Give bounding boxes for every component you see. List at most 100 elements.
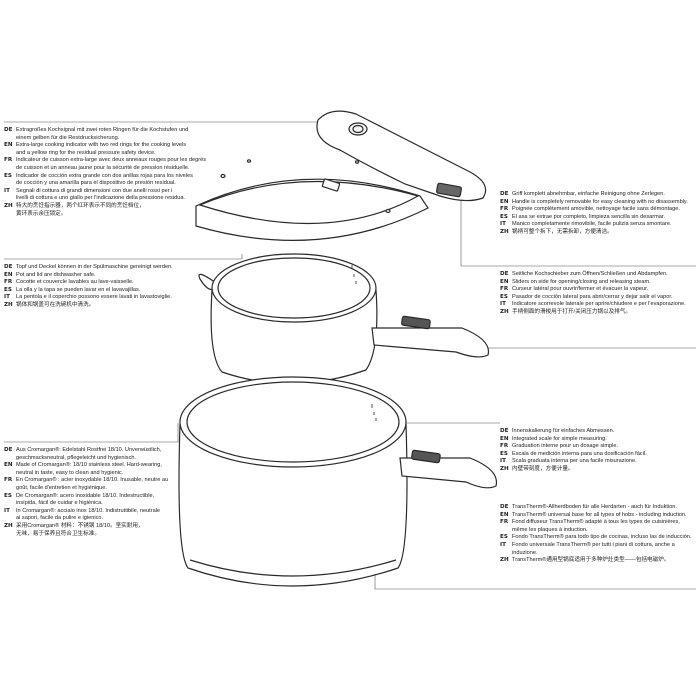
language-code: ES	[4, 172, 12, 179]
lid-valve	[321, 178, 341, 192]
callout-text: Segnali di cottura di grandi dimensioni …	[16, 187, 173, 194]
callout-text: Indicador de cocción extra grande con do…	[16, 172, 193, 179]
callout-line: einem gelben für die Restdrucksicherung.	[4, 135, 206, 143]
callout-text: einem gelben für die Restdrucksicherung.	[16, 134, 120, 141]
callout-text: El asa se extrae por completo, limpieza …	[512, 213, 665, 220]
callout-line: insípida, fácil de cuidar e higiénica.	[4, 500, 168, 508]
language-code: IT	[500, 221, 506, 228]
callout-text: 手柄侧面的滑梭用于打开/关闭压力锅以及排气。	[512, 308, 632, 315]
callout-text: Extra-large cooking indicator with two r…	[16, 142, 187, 149]
callout-text: In Cromargan®: acciaio inox 18/10. Indis…	[16, 507, 161, 514]
language-code: EN	[4, 462, 13, 469]
lid-rivet	[246, 159, 252, 163]
callout-text: Sliders on side for opening/closing and …	[512, 278, 651, 285]
callout-line: ES Indicador de cocción extra grande con …	[4, 173, 206, 181]
language-code	[4, 455, 16, 463]
large-pot-scale-marks	[371, 404, 377, 421]
callout-line: de cocción y una amarilla para el dispos…	[4, 180, 206, 188]
language-code: ES	[500, 293, 508, 300]
language-code: EN	[500, 511, 509, 518]
small-pot-long-handle	[371, 327, 490, 358]
callout-text: Poignée complètement amovible, nettoyage…	[512, 206, 680, 213]
callout-text: ai sapori, facile da pulire e igienico.	[16, 515, 104, 522]
callout-text: insípida, fácil de cuidar e higiénica.	[16, 500, 103, 507]
leader-line-dishwasher	[4, 254, 243, 260]
language-code	[4, 470, 16, 478]
language-code: ES	[4, 286, 12, 293]
language-code: DE	[500, 428, 509, 434]
language-code: EN	[500, 198, 509, 205]
callout-text: induzione.	[512, 549, 538, 556]
callout-text: Pasador de cocción lateral para abrir/ce…	[512, 293, 673, 300]
callout-text: Scala graduata interna per una facile mi…	[512, 458, 637, 465]
callout-text: 特大的烹饪指示器，两个红环表示不同的烹饪档位，	[16, 202, 145, 209]
language-code: DE	[4, 447, 13, 453]
language-code: ES	[500, 450, 508, 457]
small-pot	[198, 253, 490, 385]
language-code	[4, 165, 16, 173]
language-code	[4, 485, 16, 493]
language-code: ES	[4, 492, 12, 499]
callout-text: Cocotte et couvercle lavables au lave-va…	[16, 279, 134, 286]
language-code: IT	[500, 301, 506, 308]
callout-text: Aus Cromargan®: Edelstahl Rostfrei 18/10…	[16, 447, 162, 453]
language-code: FR	[500, 443, 509, 450]
language-code: ZH	[500, 465, 509, 472]
callout-text: même les plaques à induction.	[512, 526, 588, 533]
callout-text: Innenskalierung für einfaches Abmessen.	[512, 428, 615, 434]
callout-text: Integrated scale for simple measuring.	[512, 435, 607, 442]
leader-line-handle	[460, 200, 696, 267]
lid-with-handle	[195, 110, 487, 241]
leader-line-indicator	[4, 121, 331, 124]
language-code: DE	[500, 191, 509, 197]
small-pot-slider-icon	[401, 315, 431, 330]
callout-text: La pentola e il coperchio possono essere…	[16, 294, 172, 301]
callout-text: 黄环表示余压锁定。	[16, 210, 67, 217]
callout-text: geschmacksneutral, pflegeleicht und hygi…	[16, 454, 137, 461]
callout-text: 锅柄可整个拆下，无需拆卸，方便清洁。	[512, 228, 613, 235]
language-code	[500, 527, 512, 535]
callout-text: Seitliche Kochschieber zum Öffnen/Schlie…	[512, 271, 668, 277]
language-code: EN	[500, 435, 509, 442]
language-code: EN	[4, 271, 13, 278]
callout-text: Indicatore scorrevole laterale per aprir…	[512, 301, 686, 308]
language-code: FR	[500, 206, 509, 213]
language-code: FR	[4, 157, 13, 164]
language-code: FR	[4, 279, 13, 286]
callout-line: 黄环表示余压锁定。	[4, 211, 206, 219]
callout-text: neutral in taste, easy to clean and hygi…	[16, 469, 124, 476]
callout-text: Made of Cromargan®: 18/10 stainless stee…	[16, 462, 162, 469]
language-code: FR	[4, 477, 13, 484]
large-pot-slider-icon	[411, 449, 441, 464]
callout-line: même les plaques à induction.	[500, 527, 692, 535]
language-code	[4, 500, 16, 508]
lid-rivet	[385, 208, 391, 214]
language-code: FR	[500, 519, 509, 526]
large-pot-long-handle	[399, 457, 498, 489]
large-pot-rim	[179, 376, 407, 468]
callout-text: Fondo TransTherm® para todo tipo de coci…	[512, 534, 692, 541]
language-code: IT	[500, 541, 506, 548]
